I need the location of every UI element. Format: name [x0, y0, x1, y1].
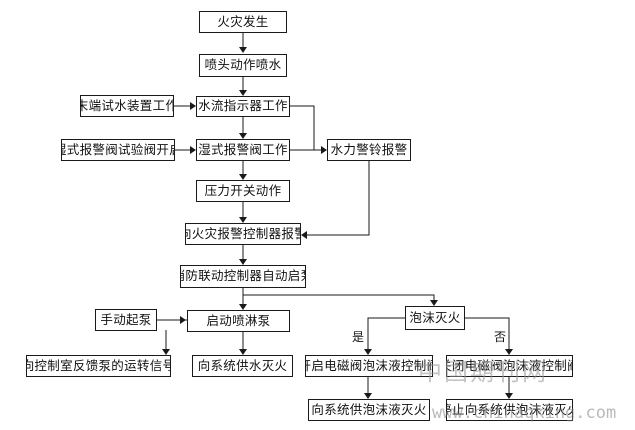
node-valve-test-open: 湿式报警阀试验阀开启 [61, 139, 175, 161]
node-pressure-switch: 压力开关动作 [196, 180, 290, 202]
node-start-pump: 启动喷淋泵 [187, 310, 290, 332]
watermark-text: 中国期刊网 [418, 358, 548, 386]
node-open-solenoid: 开启电磁阀泡沫液控制阀 [305, 355, 433, 377]
node-alarm-controller: 向火灾报警控制器报警 [185, 223, 301, 245]
branch-label-yes: 是 [352, 330, 365, 344]
node-supply-foam: 向系统供泡沫液灭火 [308, 399, 430, 421]
node-wet-alarm-valve: 湿式报警阀工作 [196, 139, 290, 161]
node-stop-foam: 停止向系统供泡沫液灭火 [446, 399, 573, 421]
node-water-bell: 水力警铃报警 [327, 139, 411, 161]
node-supply-water: 向系统供水灭火 [192, 355, 293, 377]
node-linkage-controller: 消防联动控制器自动启泵 [180, 265, 306, 288]
branch-label-no: 否 [494, 330, 507, 344]
node-end-test: 末端试水装置工作 [80, 95, 174, 117]
node-foam: 泡沫灭火 [405, 306, 465, 330]
node-sprinkler: 喷头动作喷水 [199, 54, 287, 77]
node-manual-pump: 手动起泵 [95, 309, 157, 331]
watermark-url: www.chinaqking.com [432, 403, 617, 423]
node-fire: 火灾发生 [199, 11, 287, 33]
node-feedback-signal: 向控制室反馈泵的运转信号 [26, 355, 171, 377]
node-flow-indicator: 水流指示器工作 [196, 96, 290, 117]
node-close-solenoid: 关闭电磁阀泡沫液控制阀 [446, 355, 573, 377]
